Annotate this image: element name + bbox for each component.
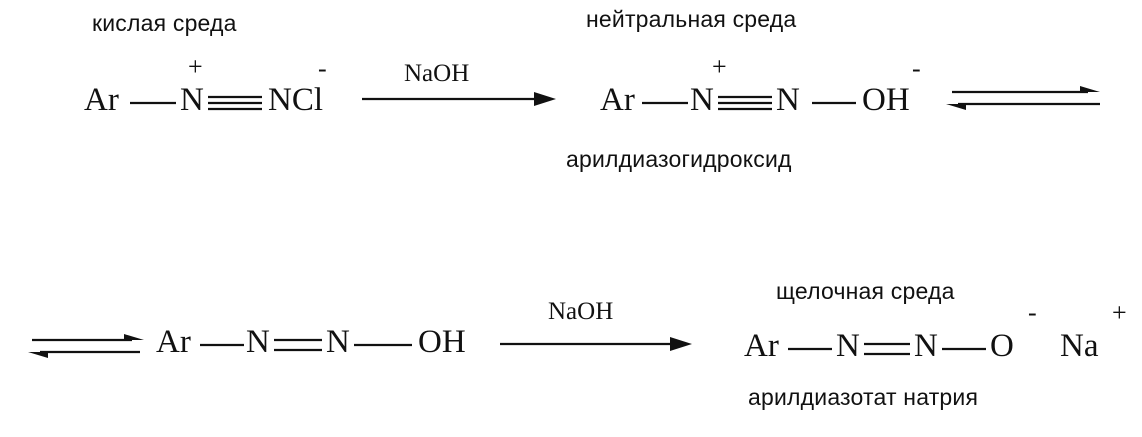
neutral-condition-label: нейтральная среда xyxy=(586,6,797,32)
ncl-group: NCl xyxy=(268,82,324,118)
reagent-label-2: NaOH xyxy=(548,298,614,325)
negative-charge-2: - xyxy=(912,54,921,83)
acidic-condition-label: кислая среда xyxy=(92,10,237,36)
nitrogen-4b: N xyxy=(914,328,938,364)
nitrogen-2a: N xyxy=(690,82,714,118)
equilibrium-1-backward-head xyxy=(946,104,966,110)
aryl-3: Ar xyxy=(156,324,191,360)
reagent-label-1: NaOH xyxy=(404,60,470,87)
sodium-4: Na xyxy=(1060,328,1099,364)
nitrogen-4a: N xyxy=(836,328,860,364)
reaction-arrow-1-head xyxy=(534,92,556,106)
sodium-aryldiazotate-name: арилдиазотат натрия xyxy=(748,384,979,410)
aryl-2: Ar xyxy=(600,82,635,118)
aryl-4: Ar xyxy=(744,328,779,364)
negative-charge-4: - xyxy=(1028,298,1037,327)
reaction-arrow-2-head xyxy=(670,337,692,351)
negative-charge-1: - xyxy=(318,54,327,83)
alkaline-condition-label: щелочная среда xyxy=(776,278,955,304)
nitrogen-3b: N xyxy=(326,324,350,360)
hydroxyl-2: OH xyxy=(862,82,910,118)
aryldiazohydroxide-name: арилдиазогидроксид xyxy=(566,146,792,172)
positive-charge-1: + xyxy=(188,52,203,81)
hydroxyl-3: OH xyxy=(418,324,466,360)
nitrogen-3a: N xyxy=(246,324,270,360)
nitrogen-1a: N xyxy=(180,82,204,118)
oxygen-4: O xyxy=(990,328,1014,364)
aryl-1: Ar xyxy=(84,82,119,118)
positive-charge-2: + xyxy=(712,52,727,81)
positive-charge-4: + xyxy=(1112,298,1127,327)
equilibrium-1-forward-head xyxy=(1080,86,1100,92)
equilibrium-2-backward-head xyxy=(28,352,48,358)
nitrogen-2b: N xyxy=(776,82,800,118)
equilibrium-2-forward-head xyxy=(124,334,144,340)
